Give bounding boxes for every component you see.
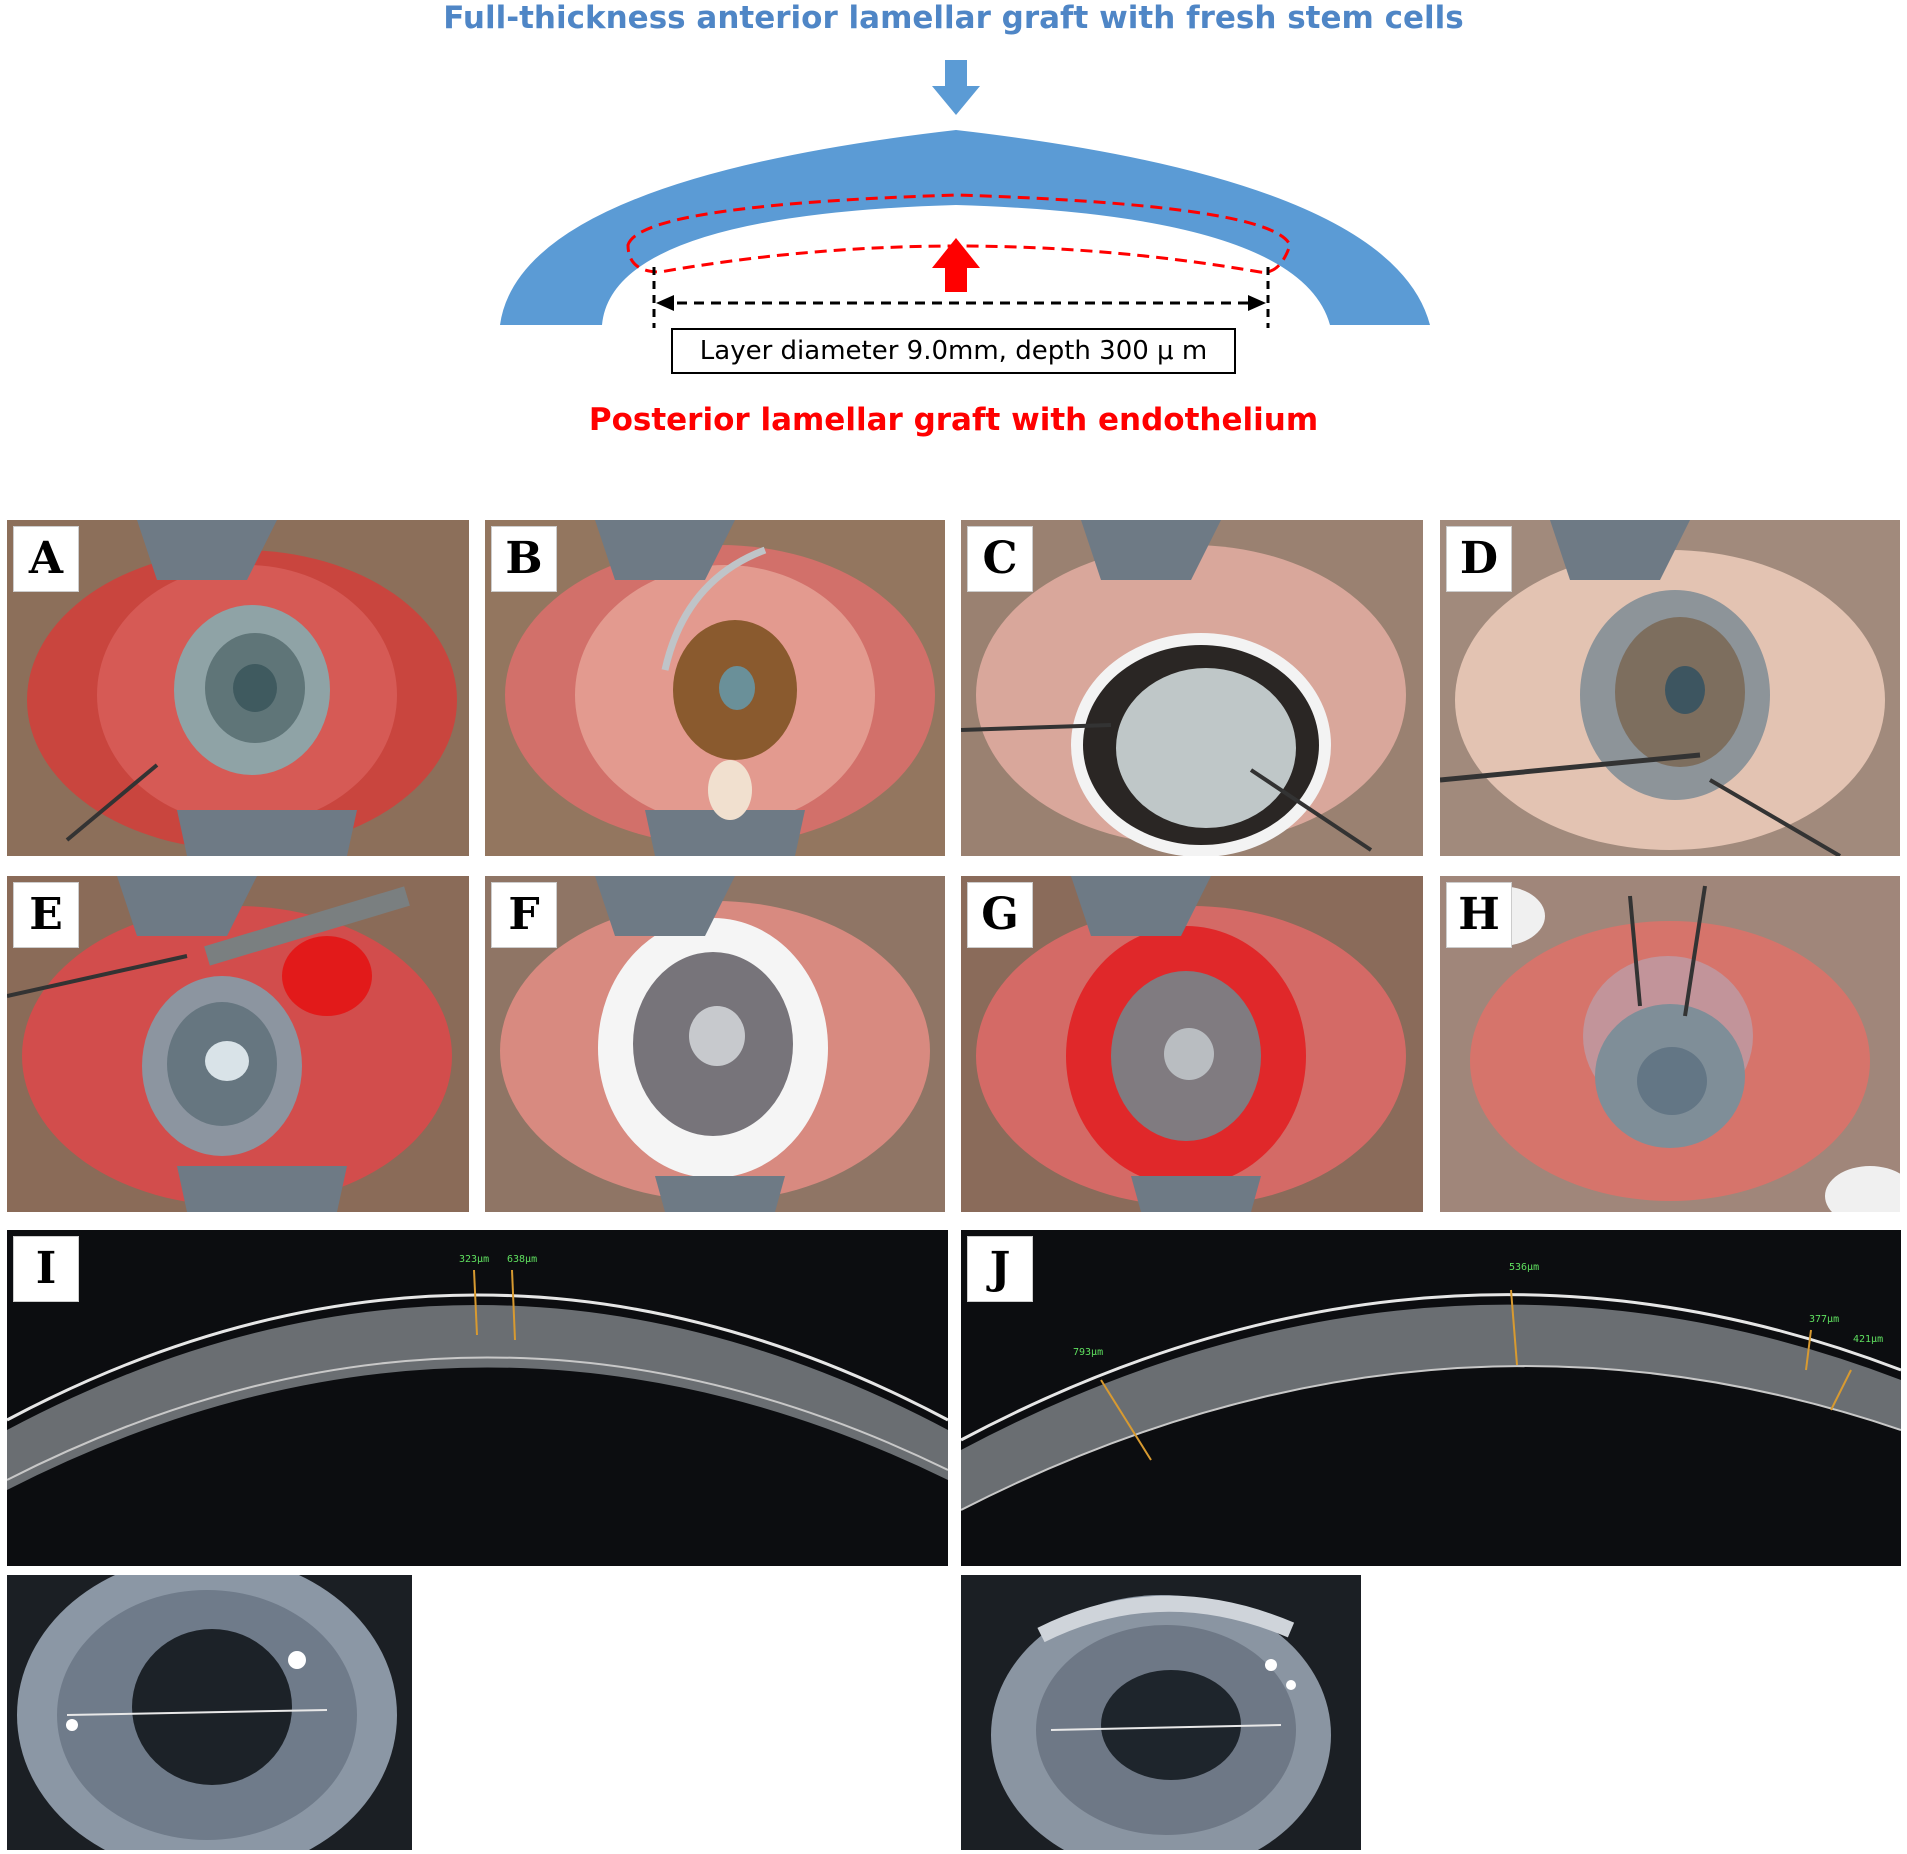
- panel-label-i: I: [14, 1237, 78, 1301]
- panel-label-c: C: [968, 527, 1032, 591]
- posterior-arrow: [932, 238, 980, 292]
- oct-scan-j: 536μm 793μm 377μm 421μm J: [961, 1230, 1901, 1566]
- panel-label-j: J: [968, 1237, 1032, 1301]
- posterior-graft-outline: [626, 193, 1292, 274]
- panel-label-b: B: [492, 527, 556, 591]
- panel-label-f: F: [492, 883, 556, 947]
- anterior-arrow: [932, 60, 980, 115]
- oct-i-measure-2: 638μm: [507, 1254, 537, 1265]
- oct-j-measure-2: 793μm: [1073, 1347, 1103, 1358]
- panel-label-d: D: [1447, 527, 1511, 591]
- surgery-photo-b: B: [485, 520, 945, 856]
- panel-label-h: H: [1447, 883, 1511, 947]
- oct-i-measure-1: 323μm: [459, 1254, 489, 1265]
- slit-lamp-photo-i: [7, 1575, 412, 1850]
- panel-label-e: E: [14, 883, 78, 947]
- surgery-photo-f: F: [485, 876, 945, 1212]
- surgery-photo-a: A: [7, 520, 469, 856]
- oct-j-measure-3: 377μm: [1809, 1314, 1839, 1325]
- anterior-graft-label: Full-thickness anterior lamellar graft w…: [443, 0, 1464, 36]
- oct-scan-i: 323μm 638μm I: [7, 1230, 948, 1566]
- surgery-photo-e: E: [7, 876, 469, 1212]
- dimension-line: [652, 267, 1270, 328]
- corneal-graft-arc: [500, 130, 1430, 325]
- graft-schematic: [500, 60, 1430, 374]
- slit-lamp-photo-j: [961, 1575, 1361, 1850]
- posterior-graft-label: Posterior lamellar graft with endotheliu…: [588, 402, 1319, 438]
- surgery-photo-g: G: [961, 876, 1423, 1212]
- surgery-photo-d: D: [1440, 520, 1900, 856]
- panel-label-g: G: [968, 883, 1032, 947]
- surgery-photo-h: H: [1440, 876, 1900, 1212]
- dimension-label: Layer diameter 9.0mm, depth 300 μ m: [699, 336, 1208, 366]
- dimension-label-box: [671, 328, 1236, 374]
- oct-j-measure-1: 536μm: [1509, 1262, 1539, 1273]
- panel-label-a: A: [14, 527, 78, 591]
- surgery-photo-c: C: [961, 520, 1423, 856]
- oct-j-measure-4: 421μm: [1853, 1334, 1883, 1345]
